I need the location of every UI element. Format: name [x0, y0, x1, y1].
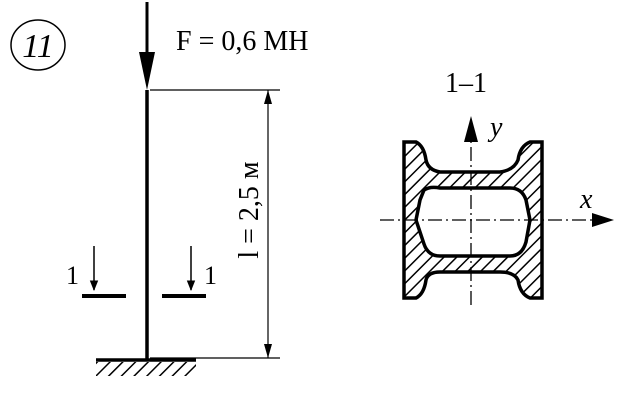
section-mark-right [162, 246, 206, 298]
force-arrow [139, 2, 155, 90]
x-axis-label: x [579, 184, 593, 215]
cross-section [402, 140, 544, 300]
section-mark-left [82, 246, 126, 298]
fixed-support [96, 358, 196, 376]
y-axis-label: y [487, 112, 503, 143]
section-mark-right-label: 1 [204, 261, 217, 290]
length-dimension [150, 89, 280, 359]
section-mark-left-label: 1 [66, 261, 79, 290]
x-axis [380, 213, 614, 227]
problem-number-badge: 11 [10, 19, 66, 71]
y-axis [464, 116, 478, 305]
problem-number: 11 [22, 28, 53, 65]
force-label: F = 0,6 МН [176, 26, 308, 57]
section-title: 1–1 [445, 68, 487, 99]
length-label: l = 2,5 м [234, 161, 265, 259]
